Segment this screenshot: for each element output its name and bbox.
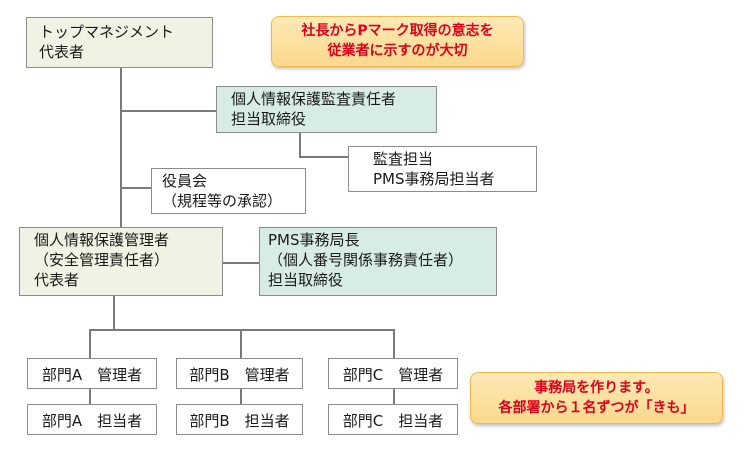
dept-a-manager-box: 部門A 管理者 [27, 358, 157, 389]
dept-c-staff-box: 部門C 担当者 [328, 404, 458, 435]
privacy-manager-box: 個人情報保護管理者 （安全管理責任者） 代表者 [19, 227, 223, 296]
connector-dept-c [393, 329, 395, 358]
note-bottom-line1: 事務局を作ります。 [534, 380, 659, 396]
connector-to-audit-staff [299, 156, 348, 158]
privacy-audit-officer-title: 個人情報保護監査責任者 [231, 90, 397, 108]
top-management-box: トップマネジメント 代表者 [26, 17, 213, 68]
privacy-audit-officer-role: 担当取締役 [231, 110, 307, 128]
connector-trunk [120, 68, 122, 228]
audit-staff-role: PMS事務局担当者 [373, 170, 495, 188]
dept-c-manager-label: 部門C 管理者 [342, 366, 444, 384]
connector-to-audit-officer [120, 110, 216, 112]
board-box: 役員会 （規程等の承認） [151, 168, 306, 214]
connector-dept-b [240, 329, 242, 358]
connector-audit-down [299, 133, 301, 157]
connector-dept-c-staff [393, 389, 395, 404]
connector-to-board [120, 187, 151, 189]
pms-office-head-title: PMS事務局長 [268, 231, 360, 249]
dept-b-manager-box: 部門B 管理者 [176, 358, 303, 389]
top-management-title: トップマネジメント [39, 23, 175, 41]
pms-office-head-subtitle: （個人番号関係事務責任者） [268, 251, 464, 269]
connector-manager-down [113, 296, 115, 330]
pms-office-head-role: 担当取締役 [268, 271, 344, 289]
dept-a-staff-label: 部門A 担当者 [41, 412, 143, 430]
audit-staff-box: 監査担当 PMS事務局担当者 [348, 146, 537, 192]
connector-dept-b-staff [240, 389, 242, 404]
dept-a-staff-box: 部門A 担当者 [27, 404, 157, 435]
board-title: 役員会 [162, 172, 208, 190]
dept-a-manager-label: 部門A 管理者 [41, 366, 143, 384]
note-callout-bottom: 事務局を作ります。 各部署から１名ずつが「きも」 [470, 372, 723, 424]
audit-staff-title: 監査担当 [373, 150, 434, 168]
dept-c-manager-box: 部門C 管理者 [328, 358, 458, 389]
note-top-line2: 従業者に示すのが大切 [327, 43, 468, 59]
dept-b-manager-label: 部門B 管理者 [189, 366, 290, 384]
note-top-line1: 社長からPマーク取得の意志を [301, 23, 494, 39]
privacy-manager-title: 個人情報保護管理者 [34, 231, 170, 249]
connector-dept-a-staff [89, 389, 91, 404]
note-bottom-line2: 各部署から１名ずつが「きも」 [498, 400, 695, 416]
board-note: （規程等の承認） [162, 192, 283, 210]
privacy-manager-subtitle: （安全管理責任者） [34, 251, 170, 269]
dept-c-staff-label: 部門C 担当者 [342, 412, 444, 430]
connector-dept-a [89, 329, 91, 358]
privacy-manager-role: 代表者 [34, 271, 80, 289]
privacy-audit-officer-box: 個人情報保護監査責任者 担当取締役 [216, 86, 437, 133]
note-callout-top: 社長からPマーク取得の意志を 従業者に示すのが大切 [271, 16, 524, 67]
dept-b-staff-box: 部門B 担当者 [176, 404, 303, 435]
connector-to-pms-office [223, 262, 259, 264]
connector-dept-horizontal [89, 329, 395, 331]
pms-office-head-box: PMS事務局長 （個人番号関係事務責任者） 担当取締役 [259, 227, 497, 296]
top-management-role: 代表者 [39, 43, 85, 61]
dept-b-staff-label: 部門B 担当者 [189, 412, 290, 430]
